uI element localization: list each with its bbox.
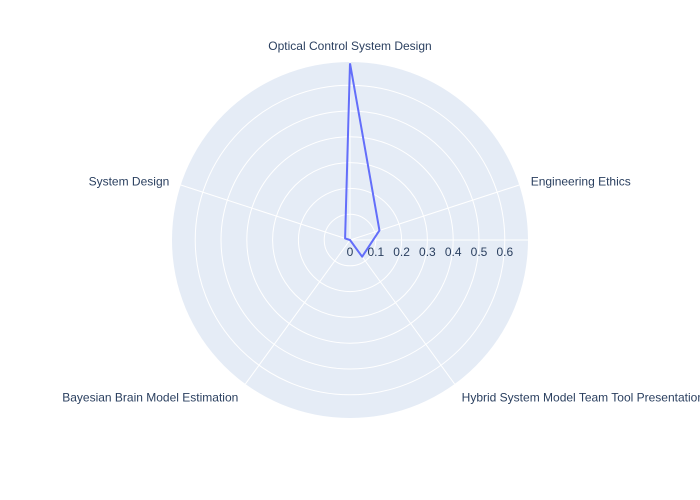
category-label-3: Bayesian Brain Model Estimation [62,391,238,405]
radial-tick-label-2: 0.2 [393,245,410,259]
radial-tick-label-3: 0.3 [419,245,436,259]
radial-tick-label-1: 0.1 [367,245,384,259]
angular-gridline-3 [244,239,351,385]
category-label-2: Hybrid System Model Team Tool Presentati… [462,391,700,405]
angular-gridline-2 [349,239,456,385]
series-traces [344,63,381,258]
category-label-0: Optical Control System Design [268,39,431,53]
radial-tick-label-4: 0.4 [445,245,462,259]
angular-grid [180,62,528,385]
radial-tick-label-5: 0.5 [471,245,488,259]
radial-tick-label-6: 0.6 [496,245,513,259]
category-label-1: Engineering Ethics [531,174,631,188]
category-labels: Optical Control System DesignEngineering… [62,39,700,405]
radial-tick-label-0: 0 [347,245,354,259]
series-line-0 [344,63,381,258]
radial-tick-labels: 0 0.1 0.2 0.3 0.4 0.5 0.6 [347,245,514,259]
angular-gridline-4 [180,184,351,241]
category-label-4: System Design [89,174,170,188]
